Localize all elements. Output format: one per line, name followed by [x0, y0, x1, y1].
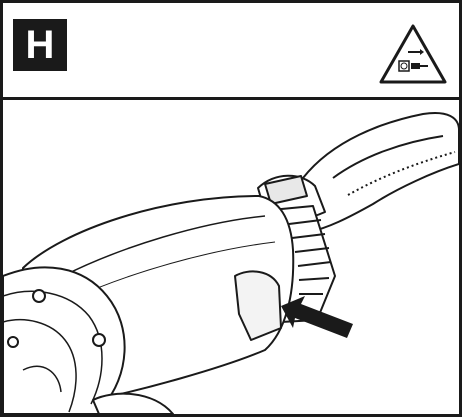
angle-grinder-illustration [3, 112, 459, 414]
rear-handle [302, 112, 459, 233]
section-label: H [13, 19, 67, 71]
unplug-before-servicing-icon [379, 24, 447, 84]
side-button [234, 270, 282, 341]
pointer-arrow-icon [281, 296, 353, 338]
figure-header: H [3, 3, 459, 100]
